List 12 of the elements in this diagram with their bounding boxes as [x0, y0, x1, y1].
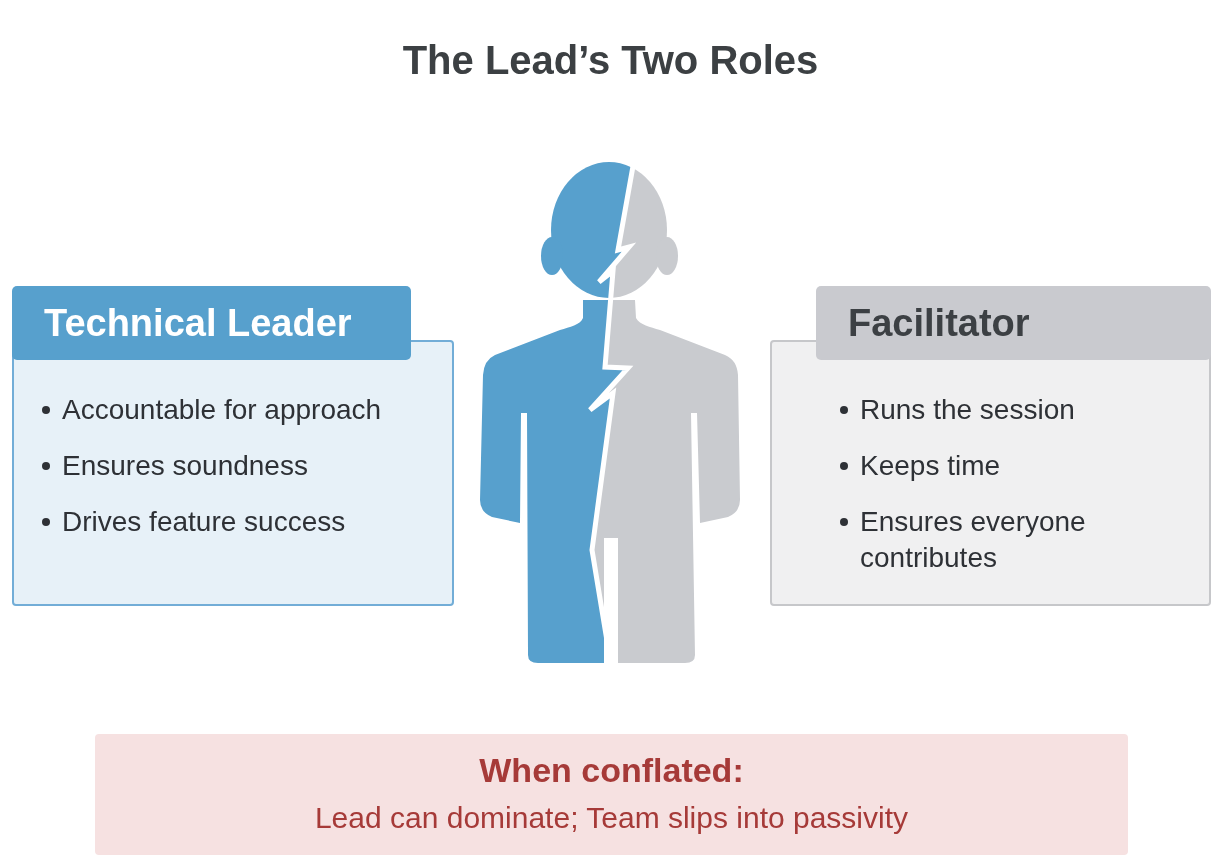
banner-heading: When conflated:: [479, 750, 744, 791]
bullet-text: Runs the session: [860, 393, 1075, 427]
card-title: Facilitator: [848, 301, 1030, 346]
bullet-text: Keeps time: [860, 449, 1001, 483]
bullet-text: Drives feature success: [62, 505, 346, 539]
bullet-text: Ensures everyone contributes: [860, 505, 1087, 575]
bullet-text: Ensures soundness: [62, 449, 308, 483]
warning-banner: [95, 734, 1128, 855]
card-title: Technical Leader: [44, 301, 352, 346]
banner-text: Lead can dominate; Team slips into passivity: [314, 800, 909, 836]
bullet-text: Accountable for approach: [62, 393, 382, 427]
diagram-title: The Lead’s Two Roles: [402, 37, 819, 84]
